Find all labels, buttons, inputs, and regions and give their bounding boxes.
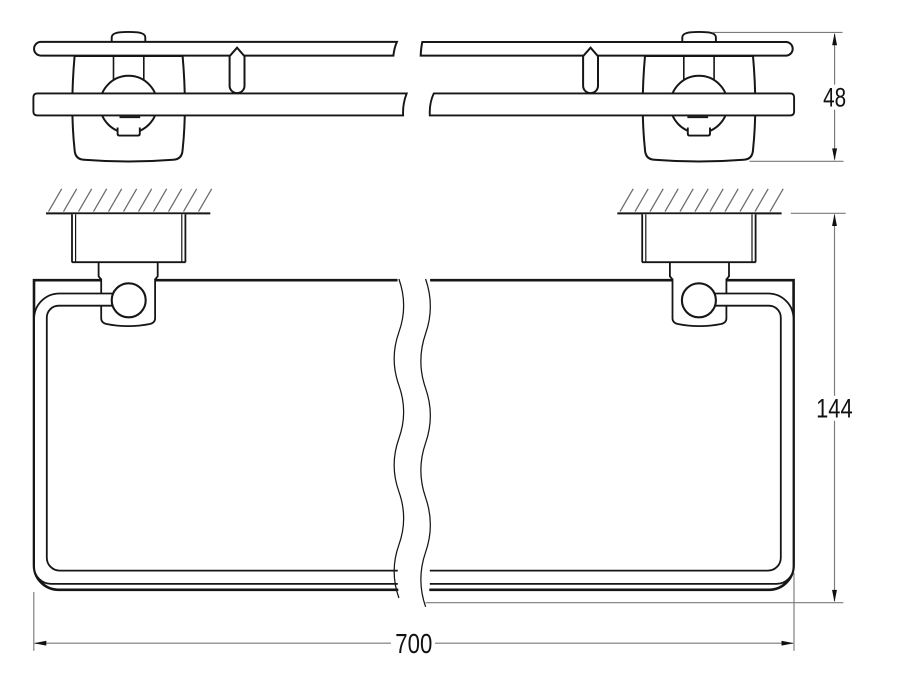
svg-text:700: 700 — [395, 628, 432, 659]
svg-text:144: 144 — [816, 394, 853, 424]
svg-text:48: 48 — [823, 82, 846, 112]
